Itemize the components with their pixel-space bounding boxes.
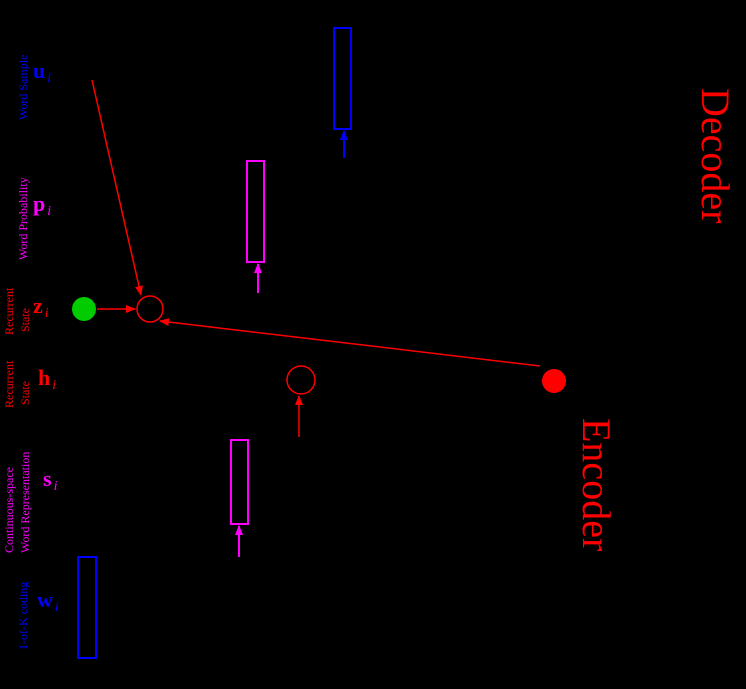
one-of-k-box [77,556,97,659]
z-recurrent-label: Recurrent [2,287,16,335]
word-representation-label: Word Representation [18,452,32,553]
encoder-label: Encoder [574,418,619,551]
initial-state-dot [72,297,96,321]
z-state-label: State [18,308,32,332]
word-sample-box [333,27,352,130]
continuous-space-label: Continuous-space [2,467,16,553]
h-state-label: State [18,381,32,405]
word-representation-box [230,439,249,525]
word-probability-label: Word Probability [16,177,30,260]
word-probability-box [246,160,265,263]
h-state-node [286,365,316,395]
z-state-node [136,295,164,323]
encoder-to-z-arrow [159,318,541,367]
decoder-label: Decoder [693,88,738,223]
h-recurrent-label: Recurrent [2,360,16,408]
encoder-summary-dot [542,369,566,393]
sample-feedback-arrow [91,79,143,296]
one-of-k-label: 1-of-K coding [16,582,30,650]
word-sample-label: Word Sample [16,55,30,120]
